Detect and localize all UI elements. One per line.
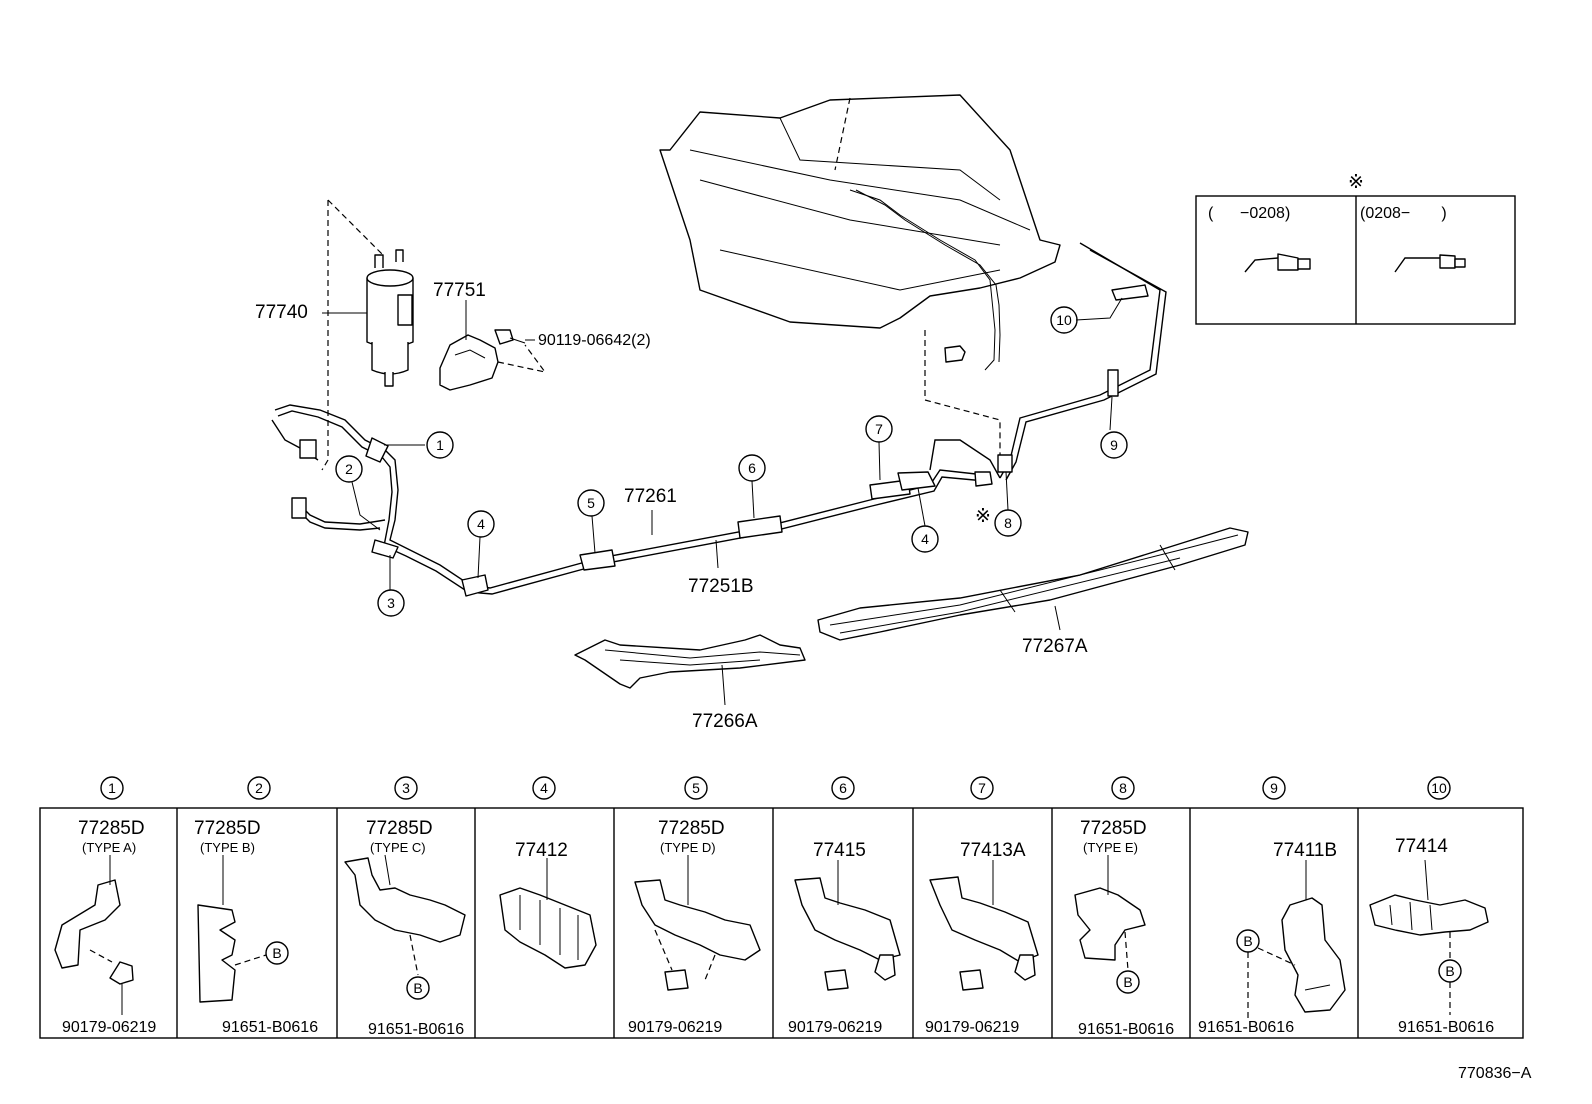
svg-text:10: 10: [1056, 312, 1072, 328]
label-protector-a: 77266A: [692, 711, 758, 732]
callout-10: 10: [1050, 306, 1078, 334]
label-bracket: 77751: [433, 280, 486, 301]
svg-text:4: 4: [477, 516, 485, 532]
svg-text:77285D: 77285D: [194, 818, 261, 839]
svg-text:5: 5: [587, 495, 595, 511]
detail-panel-7: 7 77413A 90179-06219: [925, 776, 1039, 1036]
svg-text:77415: 77415: [813, 840, 866, 861]
svg-text:9: 9: [1110, 437, 1118, 453]
tube-clamps: [365, 284, 1149, 597]
callout-5: 5: [577, 489, 605, 517]
note-mark: ※: [975, 506, 991, 527]
svg-text:77285D: 77285D: [366, 818, 433, 839]
detail-panel-1: 1 77285D (TYPE A) 90179-06219: [54, 776, 156, 1036]
svg-text:8: 8: [1119, 780, 1127, 796]
inset-left-label: ( −0208): [1208, 205, 1290, 222]
svg-text:5: 5: [692, 780, 700, 796]
svg-text:2: 2: [345, 461, 353, 477]
callout-8: 8: [994, 509, 1022, 537]
svg-text:77414: 77414: [1395, 836, 1448, 857]
svg-text:4: 4: [921, 531, 929, 547]
label-filter: 77740: [255, 302, 308, 323]
svg-text:(TYPE C): (TYPE C): [370, 840, 426, 855]
label-protector-b: 77267A: [1022, 636, 1088, 657]
fuel-tube-lines: [271, 242, 1167, 595]
svg-text:91651-B0616: 91651-B0616: [1078, 1021, 1174, 1038]
svg-text:77285D: 77285D: [658, 818, 725, 839]
svg-text:B: B: [1123, 974, 1132, 990]
svg-text:77411B: 77411B: [1273, 840, 1337, 861]
svg-text:77412: 77412: [515, 840, 568, 861]
fuel-filter-drawing: [321, 199, 414, 471]
svg-text:8: 8: [1004, 515, 1012, 531]
svg-text:(TYPE E): (TYPE E): [1083, 840, 1138, 855]
label-bolt: 90119-06642(2): [538, 332, 651, 349]
leader-lines: [322, 297, 1123, 706]
svg-text:B: B: [1243, 933, 1252, 949]
svg-text:(TYPE D): (TYPE D): [660, 840, 716, 855]
callout-9: 9: [1100, 431, 1128, 459]
svg-text:B: B: [1445, 963, 1454, 979]
detail-panel-5: 5 77285D (TYPE D) 90179-06219: [628, 776, 761, 1036]
filter-bracket-drawing: [439, 329, 547, 391]
callout-1: 1: [426, 431, 454, 459]
main-callouts: 1 2 3 4 5 6 7 4 8 9 10 ※: [335, 306, 1128, 617]
detail-panel-9: 9 77411B B 91651-B0616: [1198, 776, 1346, 1036]
main-part-labels: 77740 77751 90119-06642(2) 77261 77251B …: [255, 280, 1088, 732]
protector-77267a-drawing: [817, 527, 1249, 641]
inset-box: ※ ( −0208) (0208− ): [1195, 172, 1516, 325]
svg-text:B: B: [272, 945, 281, 961]
svg-text:6: 6: [839, 780, 847, 796]
inset-right-label: (0208− ): [1360, 205, 1447, 222]
detail-panel-10: 10 77414 B 91651-B0616: [1369, 776, 1494, 1036]
callout-7: 7: [865, 415, 893, 443]
svg-text:3: 3: [402, 780, 410, 796]
detail-panel-3: 3 77285D (TYPE C) B 91651-B0616: [344, 776, 466, 1038]
svg-text:91651-B0616: 91651-B0616: [368, 1021, 464, 1038]
inset-mark: ※: [1348, 172, 1364, 193]
svg-text:7: 7: [875, 421, 883, 437]
svg-text:77285D: 77285D: [78, 818, 145, 839]
label-tube-b: 77251B: [688, 576, 754, 597]
protector-77266a-drawing: [574, 634, 806, 689]
svg-text:(TYPE A): (TYPE A): [82, 840, 136, 855]
svg-text:90179-06219: 90179-06219: [62, 1019, 156, 1036]
detail-panel-2: 2 77285D (TYPE B) B 91651-B0616: [194, 776, 318, 1036]
detail-panel-8: 8 77285D (TYPE E) B 91651-B0616: [1074, 776, 1174, 1038]
fuel-tank-drawing: [659, 94, 1061, 460]
svg-text:1: 1: [108, 780, 116, 796]
svg-text:4: 4: [540, 780, 548, 796]
svg-text:90179-06219: 90179-06219: [925, 1019, 1019, 1036]
svg-text:1: 1: [436, 437, 444, 453]
callout-4b: 4: [911, 525, 939, 553]
svg-text:9: 9: [1270, 780, 1278, 796]
svg-text:77413A: 77413A: [960, 840, 1026, 861]
svg-text:10: 10: [1431, 780, 1447, 796]
svg-text:7: 7: [978, 780, 986, 796]
label-tube-a: 77261: [624, 486, 677, 507]
svg-text:B: B: [413, 980, 422, 996]
svg-text:6: 6: [748, 460, 756, 476]
svg-text:90179-06219: 90179-06219: [788, 1019, 882, 1036]
svg-text:91651-B0616: 91651-B0616: [1398, 1019, 1494, 1036]
svg-text:77285D: 77285D: [1080, 818, 1147, 839]
svg-text:90179-06219: 90179-06219: [628, 1019, 722, 1036]
svg-text:91651-B0616: 91651-B0616: [1198, 1019, 1294, 1036]
callout-4: 4: [467, 510, 495, 538]
callout-6: 6: [738, 454, 766, 482]
svg-text:91651-B0616: 91651-B0616: [222, 1019, 318, 1036]
svg-text:2: 2: [255, 780, 263, 796]
detail-panel-4: 4 77412: [499, 776, 597, 969]
svg-text:(TYPE B): (TYPE B): [200, 840, 255, 855]
diagram-code: 770836−A: [1458, 1065, 1532, 1082]
detail-panel-6: 6 77415 90179-06219: [788, 776, 901, 1036]
detail-panel-strip: [39, 807, 1524, 1039]
callout-3: 3: [377, 589, 405, 617]
svg-text:3: 3: [387, 595, 395, 611]
callout-2: 2: [335, 455, 363, 483]
